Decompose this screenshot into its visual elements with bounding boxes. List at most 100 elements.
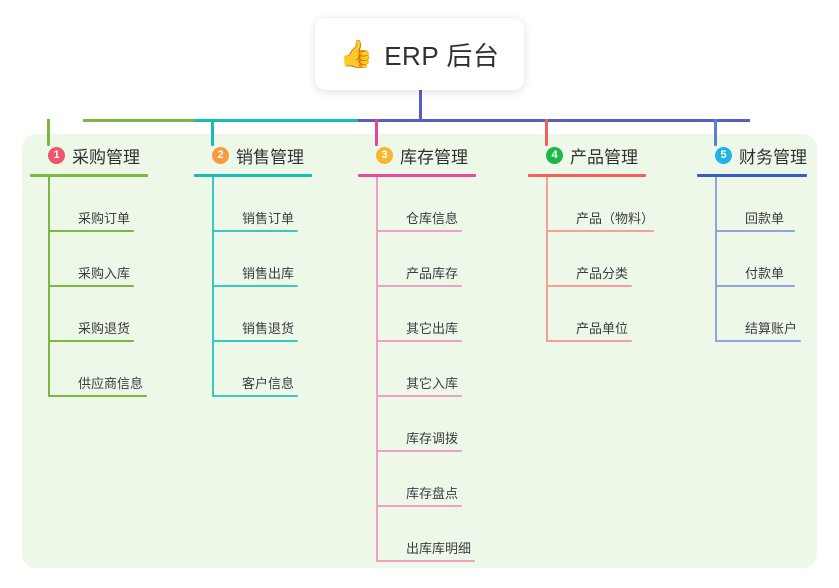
leaf-item[interactable]: 库存调拨 [376,397,518,452]
leaf-item[interactable]: 销售订单 [212,177,354,232]
root-stem [419,88,422,122]
leaf-rule [376,230,462,232]
column-rule-4 [528,174,646,177]
column-badge-3: 3 [376,146,393,164]
column-badge-1: 1 [48,146,65,164]
leaf-rule [715,340,801,342]
leaf-rule [376,340,462,342]
leaf-rule [376,560,475,562]
leaf-rule [212,340,298,342]
leaf-label: 库存调拨 [406,431,459,446]
column-header-2[interactable]: 2 销售管理 [194,140,354,170]
leaf-rule [212,285,298,287]
leaf-item[interactable]: 产品单位 [546,287,698,342]
leaf-rule [48,340,134,342]
spine-3 [376,177,378,562]
leaf-label: 采购退货 [78,321,131,336]
column-rule-5 [697,174,807,177]
leaf-label: 客户信息 [242,376,295,391]
leaf-rule [715,285,795,287]
spine-5 [715,177,717,342]
leaf-item[interactable]: 产品库存 [376,232,518,287]
leaf-label: 产品单位 [576,321,629,336]
leaf-label: 销售退货 [242,321,295,336]
leaf-label: 销售订单 [242,211,295,226]
leaf-label: 付款单 [745,266,785,281]
leaf-rule [546,230,654,232]
leaf-rule [212,230,298,232]
leaf-item[interactable]: 仓库信息 [376,177,518,232]
leaf-item[interactable]: 销售出库 [212,232,354,287]
leaf-item[interactable]: 产品（物料） [546,177,698,232]
column-4: 4 产品管理产品（物料） 产品分类产品单位 [528,140,698,342]
leaf-item[interactable]: 采购订单 [48,177,190,232]
bus-green [83,119,195,122]
column-badge-5: 5 [715,146,732,164]
leaf-rule [48,285,134,287]
column-1: 1 采购管理采购订单采购入库采购退货供应商信息 [30,140,190,397]
leaf-label: 库存盘点 [406,486,459,501]
leaf-item[interactable]: 采购退货 [48,287,190,342]
leaf-label: 采购订单 [78,211,131,226]
column-header-1[interactable]: 1 采购管理 [30,140,190,170]
leaf-item[interactable]: 结算账户 [715,287,837,342]
leaf-label: 产品分类 [576,266,629,281]
leaf-list-3: 仓库信息产品库存其它出库其它入库库存调拨库存盘点出库库明细 [358,177,518,562]
leaf-label: 结算账户 [745,321,798,336]
column-rule-2 [194,174,312,177]
leaf-list-5: 回款单付款单结算账户 [697,177,837,342]
leaf-rule [376,285,462,287]
leaf-label: 产品（物料） [576,211,655,226]
leaf-label: 产品库存 [406,266,459,281]
leaf-item[interactable]: 供应商信息 [48,342,190,397]
column-header-5[interactable]: 5 财务管理 [697,140,837,170]
column-3: 3 库存管理仓库信息产品库存其它出库其它入库库存调拨库存盘点出库库明细 [358,140,518,562]
spine-4 [546,177,548,342]
leaf-item[interactable]: 其它出库 [376,287,518,342]
leaf-rule [48,395,147,397]
drop-stem-2 [211,119,214,146]
leaf-label: 回款单 [745,211,785,226]
bus-blue [358,119,750,122]
column-title-4: 产品管理 [570,147,638,167]
leaf-list-2: 销售订单销售出库销售退货客户信息 [194,177,354,397]
leaf-item[interactable]: 出库库明细 [376,507,518,562]
spine-2 [212,177,214,397]
leaf-label: 出库库明细 [406,541,472,556]
leaf-label: 供应商信息 [78,376,144,391]
leaf-rule [376,505,462,507]
leaf-item[interactable]: 产品分类 [546,232,698,287]
leaf-label: 其它出库 [406,321,459,336]
leaf-item[interactable]: 采购入库 [48,232,190,287]
leaf-item[interactable]: 库存盘点 [376,452,518,507]
bus-teal [194,119,359,122]
thumbs-up-icon: 👍 [339,38,374,69]
leaf-label: 仓库信息 [406,211,459,226]
leaf-label: 销售出库 [242,266,295,281]
root-node[interactable]: 👍 ERP 后台 [315,18,524,90]
leaf-list-1: 采购订单采购入库采购退货供应商信息 [30,177,190,397]
leaf-item[interactable]: 客户信息 [212,342,354,397]
leaf-rule [376,395,462,397]
column-header-3[interactable]: 3 库存管理 [358,140,518,170]
column-title-1: 采购管理 [72,147,140,167]
root-title: ERP 后台 [384,40,500,71]
column-header-4[interactable]: 4 产品管理 [528,140,698,170]
leaf-item[interactable]: 付款单 [715,232,837,287]
column-badge-4: 4 [546,146,563,164]
drop-stem-3 [375,119,378,146]
leaf-item[interactable]: 回款单 [715,177,837,232]
leaf-rule [715,230,795,232]
column-2: 2 销售管理销售订单销售出库销售退货客户信息 [194,140,354,397]
column-title-5: 财务管理 [739,147,807,167]
column-title-2: 销售管理 [236,147,304,167]
leaf-rule [546,285,632,287]
column-badge-2: 2 [212,146,229,164]
drop-stem-5 [714,119,717,146]
column-title-3: 库存管理 [400,147,468,167]
leaf-item[interactable]: 销售退货 [212,287,354,342]
leaf-rule [546,340,632,342]
leaf-item[interactable]: 其它入库 [376,342,518,397]
leaf-rule [48,230,134,232]
